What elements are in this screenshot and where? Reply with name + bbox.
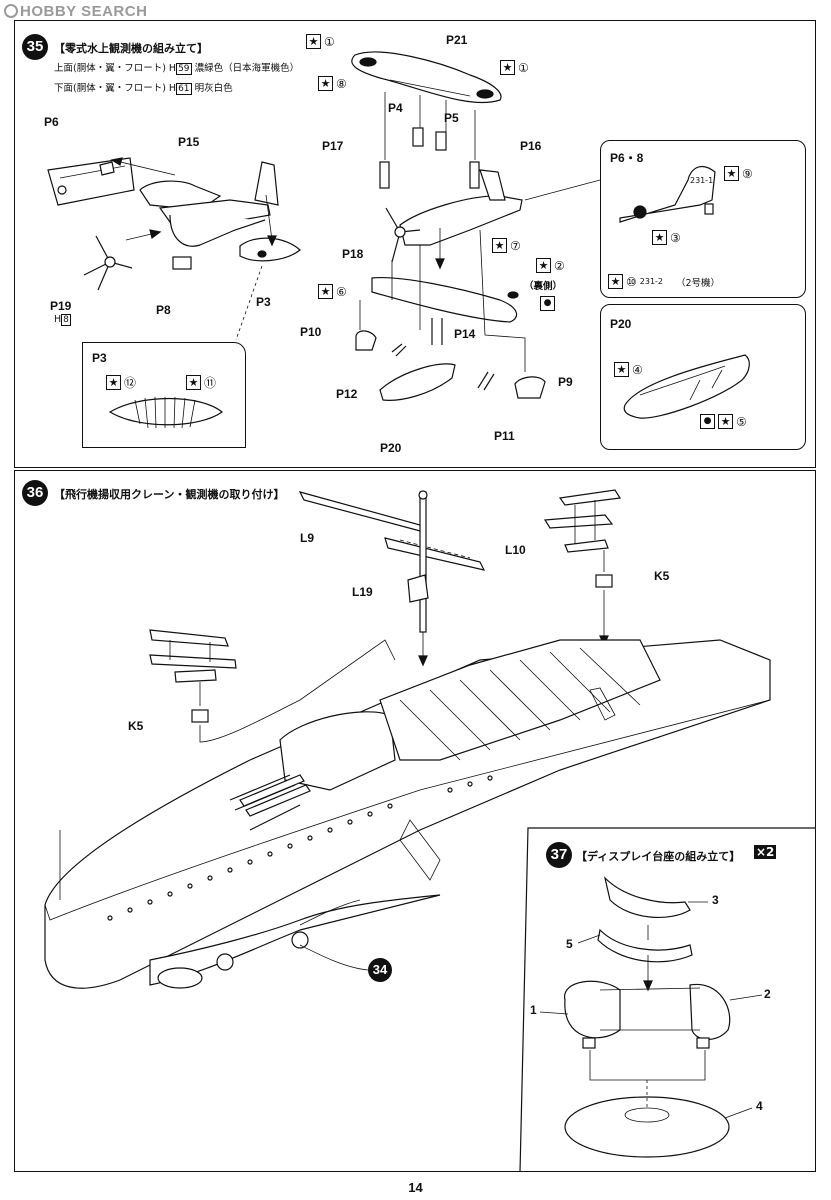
step37-number: 37 — [546, 842, 572, 868]
part-p19-label: P19 — [50, 299, 72, 313]
star-in-square-icon: ★ — [186, 375, 201, 390]
part-p14-label: P14 — [454, 327, 476, 341]
part-p4-label: P4 — [388, 101, 403, 115]
hinomaru-icon: ● — [700, 414, 715, 429]
part-1-label: 1 — [530, 1003, 537, 1017]
star-in-square-icon: ★ — [608, 274, 623, 289]
star-in-square-icon: ★ — [500, 60, 515, 75]
decal-1b: ★① — [500, 60, 529, 75]
part-p12-label: P12 — [336, 387, 358, 401]
part-p3-label: P3 — [256, 295, 271, 309]
floatplane-icon-k5-right — [543, 489, 622, 647]
part-l9-label: L9 — [300, 531, 315, 545]
part-p15-label: P15 — [178, 135, 200, 149]
part-p21-label: P21 — [446, 33, 468, 47]
part-p5-label: P5 — [444, 111, 459, 125]
decal-3: ★③ — [652, 230, 681, 245]
decal-1a: ★① — [306, 34, 335, 49]
hobbysearch-watermark: HOBBY SEARCH — [4, 3, 147, 20]
paint-upper-prefix: 上面(胴体・翼・フロート) H — [54, 63, 177, 74]
part-l10-label: L10 — [505, 543, 526, 557]
star-in-square-icon: ★ — [106, 375, 121, 390]
star-in-square-icon: ★ — [318, 284, 333, 299]
step37-title: 【ディスプレイ台座の組み立て】 — [576, 850, 741, 863]
battleship-hull-icon — [44, 639, 771, 989]
step35-number: 35 — [22, 34, 48, 60]
part-p18-label: P18 — [342, 247, 364, 261]
part-p16-label: P16 — [520, 139, 542, 153]
decal-5: ●★⑤ — [700, 414, 747, 429]
decal-2-back-side: （裏側） — [524, 281, 563, 292]
star-in-square-icon: ★ — [306, 34, 321, 49]
floatplane-icon-k5-left — [149, 629, 237, 723]
part-5-label: 5 — [566, 937, 573, 951]
star-in-square-icon: ★ — [614, 362, 629, 377]
inset-p3-title: P3 — [92, 351, 107, 365]
step36-title: 【飛行機揚収用クレーン・観測機の取り付け】 — [54, 488, 285, 501]
part-p11-label: P11 — [494, 429, 515, 443]
paint-upper-code: 59 — [176, 63, 192, 75]
inset-p68-code1: 231-1 — [690, 176, 714, 185]
part-p17-label: P17 — [322, 139, 344, 153]
decal-2: ★② — [536, 258, 565, 273]
page-number: 14 — [408, 1180, 423, 1195]
step35-title: 【零式水上観測機の組み立て】 — [54, 42, 208, 55]
part-p8-label: P8 — [156, 303, 171, 317]
paint-upper-color: 濃緑色（日本海軍機色） — [194, 63, 300, 74]
star-in-square-icon: ★ — [652, 230, 667, 245]
decal-11: ★⑪ — [186, 374, 216, 391]
decal-9: ★⑨ — [724, 166, 753, 181]
part-p10-label: P10 — [300, 325, 322, 339]
decal-7: ★⑦ — [492, 238, 521, 253]
part-k5-right-label: K5 — [654, 569, 670, 583]
hinomaru-icon: ● — [540, 296, 555, 311]
paint-lower-color: 明灰白色 — [194, 83, 233, 94]
step37-multiplier: ×2 — [754, 845, 777, 859]
paint-lower-code: 61 — [176, 83, 192, 95]
part-p9-label: P9 — [558, 375, 573, 389]
decal-12: ★⑫ — [106, 374, 136, 391]
inset-p68-title: P6・8 — [610, 151, 644, 165]
part-k5-left-label: K5 — [128, 719, 144, 733]
star-in-square-icon: ★ — [492, 238, 507, 253]
inset-p20-title: P20 — [610, 317, 632, 331]
star-in-square-icon: ★ — [718, 414, 733, 429]
part-3-label: 3 — [712, 893, 719, 907]
part-p6-label: P6 — [44, 115, 59, 129]
decal-hinomaru-marker: ● — [540, 296, 555, 311]
logo-icon — [4, 4, 18, 18]
part-l19-label: L19 — [352, 585, 373, 599]
p19-paint-prefix: H — [54, 314, 62, 325]
decal-4: ★④ — [614, 362, 643, 377]
paint-lower-prefix: 下面(胴体・翼・フロート) H — [54, 83, 177, 94]
p19-paint-code: 8 — [61, 314, 71, 326]
decal-8: ★⑧ — [318, 76, 347, 91]
star-in-square-icon: ★ — [536, 258, 551, 273]
decal-6: ★⑥ — [318, 284, 347, 299]
star-in-square-icon: ★ — [724, 166, 739, 181]
step36-number: 36 — [22, 480, 48, 506]
step34-reference: 34 — [368, 958, 392, 982]
star-in-square-icon: ★ — [318, 76, 333, 91]
floatplane-icon — [47, 157, 301, 341]
part-4-label: 4 — [756, 1099, 763, 1113]
part-p20-label: P20 — [380, 441, 402, 455]
part-2-label: 2 — [764, 987, 771, 1001]
inset-p3-panel — [82, 342, 246, 448]
